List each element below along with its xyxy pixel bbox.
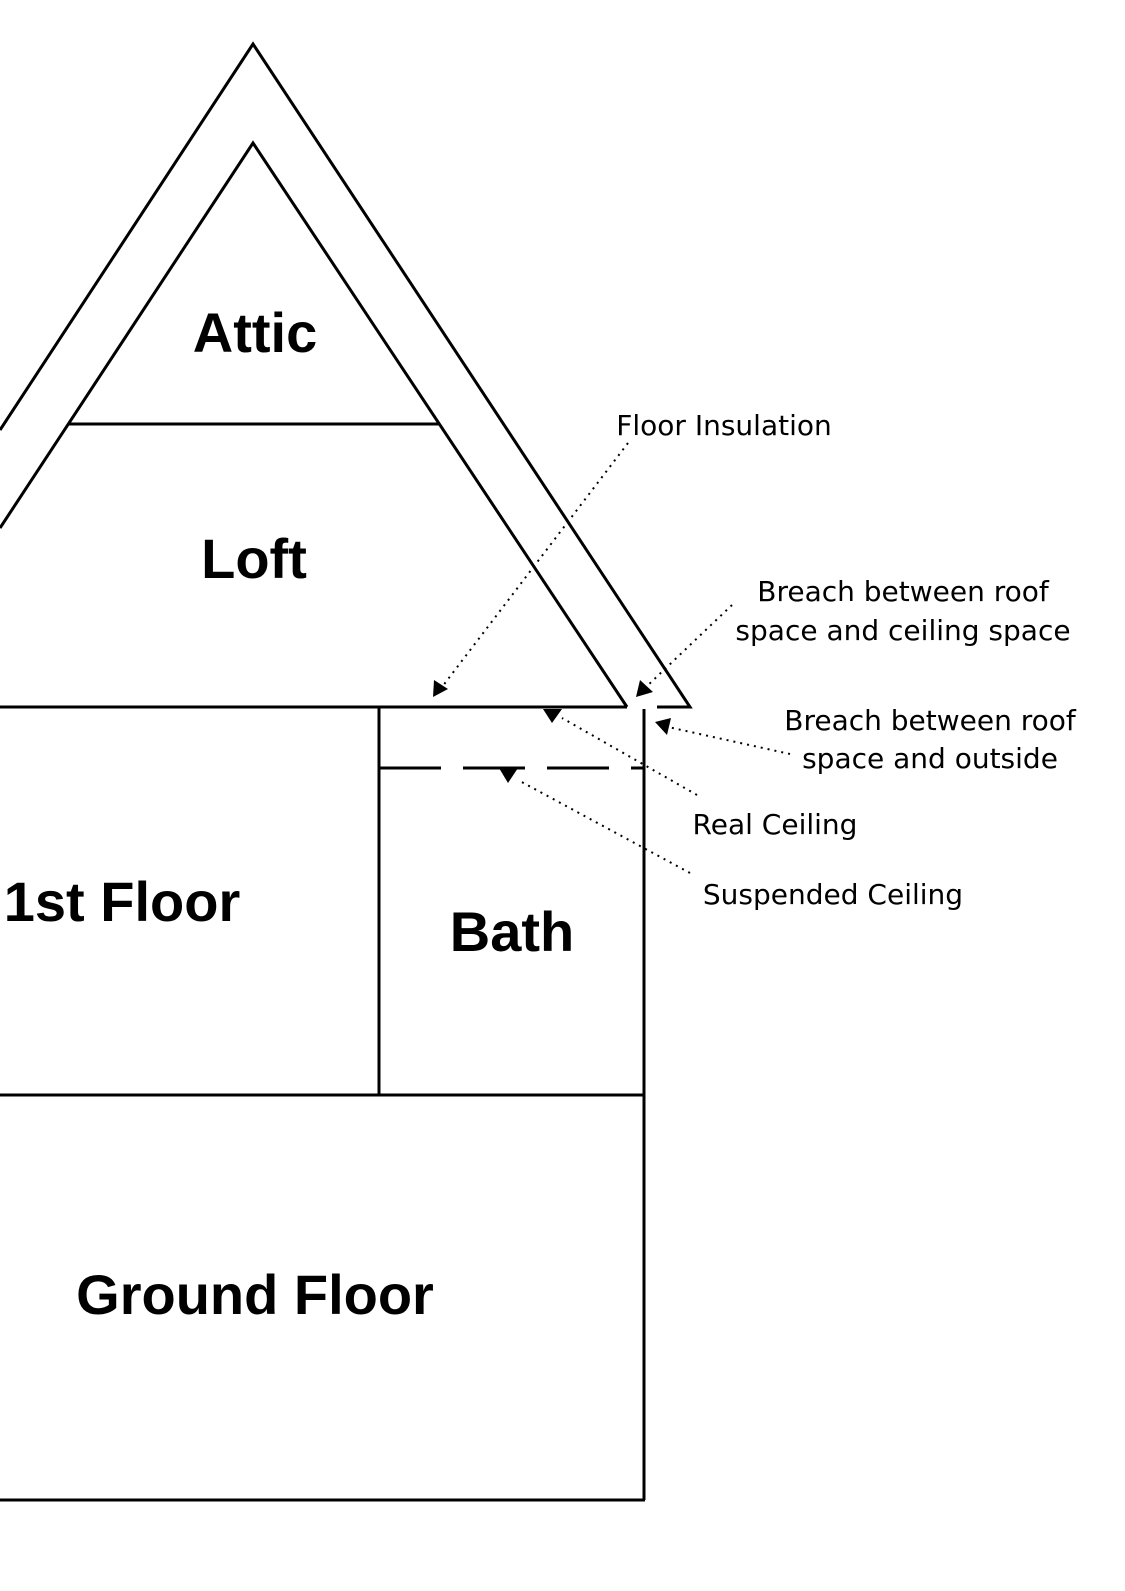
ground-floor-label: Ground Floor	[76, 1263, 434, 1326]
real-ceiling-leader	[561, 717, 698, 796]
breach-outside-arrowhead	[655, 718, 671, 735]
inner-roof-outline	[0, 140, 629, 708]
breach-ceiling-leader	[644, 604, 733, 689]
floor-insulation-leader	[441, 442, 629, 688]
loft-label: Loft	[201, 527, 307, 590]
real-ceiling-label: Real Ceiling	[693, 808, 858, 841]
real-ceiling-arrowhead	[543, 709, 562, 723]
suspended-ceiling-arrowhead	[499, 768, 518, 783]
bath-label: Bath	[450, 900, 574, 963]
breach-outside-leader	[667, 726, 791, 755]
suspended-ceiling-label: Suspended Ceiling	[703, 878, 963, 911]
outer-roof-outline	[0, 41, 693, 709]
breach-ceiling-label-line1: Breach between roof	[757, 575, 1050, 608]
breach-outside-label-line2: space and outside	[802, 742, 1058, 775]
floor-insulation-label: Floor Insulation	[616, 409, 831, 442]
breach-ceiling-label-line2: space and ceiling space	[735, 614, 1070, 647]
first-floor-label: 1st Floor	[4, 870, 240, 933]
breach-ceiling-arrowhead	[636, 680, 653, 697]
breach-outside-label-line1: Breach between roof	[784, 704, 1077, 737]
attic-label: Attic	[193, 301, 317, 364]
suspended-ceiling-leader	[517, 779, 691, 874]
floor-insulation-arrowhead	[433, 680, 448, 697]
